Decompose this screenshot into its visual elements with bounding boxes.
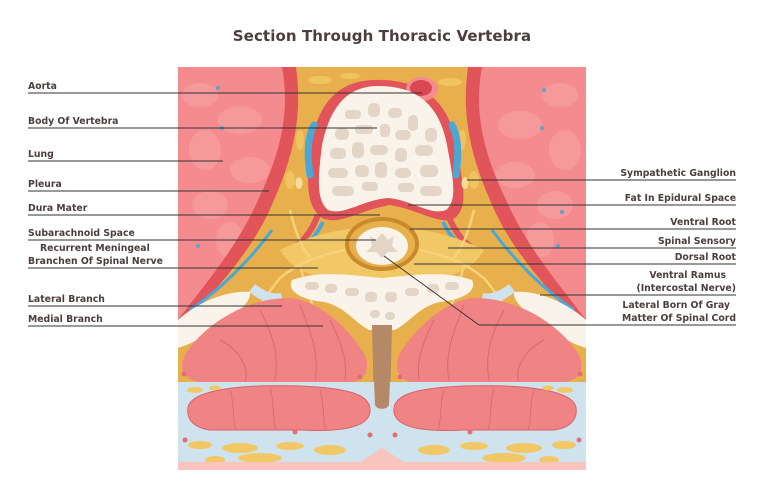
- label-ventral-root: Ventral Root: [670, 217, 736, 228]
- label-body-of-vertebra: Body Of Vertebra: [28, 116, 119, 127]
- label-matter-of-spinal-cord: Matter Of Spinal Cord: [621, 313, 736, 324]
- label-branchen-of-spinal-nerve: Branchen Of Spinal Nerve: [28, 256, 163, 267]
- gray-matter: [366, 233, 398, 258]
- label-fat-in-epidural-space: Fat In Epidural Space: [624, 193, 736, 204]
- label-lung: Lung: [28, 149, 54, 160]
- label-subarachnoid-space: Subarachnoid Space: [28, 228, 135, 239]
- spinous-process-lower: [374, 380, 390, 409]
- superficial-muscle-right: [393, 385, 577, 431]
- label-lateral-born-of-gray: Lateral Born Of Gray: [622, 300, 730, 311]
- skin: [178, 448, 586, 470]
- label-intercostal-nerve: (Intercostal Nerve): [636, 283, 736, 294]
- label-medial-branch: Medial Branch: [28, 314, 103, 325]
- label-ventral-ramus: Ventral Ramus: [649, 270, 726, 281]
- deep-back-muscle-right: [396, 298, 582, 383]
- blood-vessels: [181, 371, 583, 443]
- label-recurrent-meningeal: Recurrent Meningeal: [40, 243, 150, 254]
- deep-back-muscle-left: [182, 298, 368, 383]
- fat-texture: [285, 73, 479, 189]
- label-spinal-sensory: Spinal Sensory: [657, 236, 736, 247]
- sympathetic-ganglion-right: [461, 177, 469, 189]
- diagram-title: Section Through Thoracic Vertebra: [232, 27, 532, 45]
- superficial-muscle-left: [187, 385, 371, 431]
- label-lateral-branch: Lateral Branch: [28, 294, 105, 305]
- label-pleura: Pleura: [28, 179, 62, 190]
- rib-right: [513, 291, 586, 348]
- subcutaneous-fat: [187, 385, 576, 464]
- label-dorsal-root: Dorsal Root: [674, 252, 736, 263]
- label-sympathetic-ganglion: Sympathetic Ganglion: [620, 168, 736, 179]
- label-aorta: Aorta: [28, 81, 57, 92]
- sympathetic-ganglion-left: [295, 177, 303, 189]
- trabecular-bone: [328, 103, 442, 196]
- leader-lines: [28, 92, 736, 327]
- label-dura-mater: Dura Mater: [28, 203, 88, 214]
